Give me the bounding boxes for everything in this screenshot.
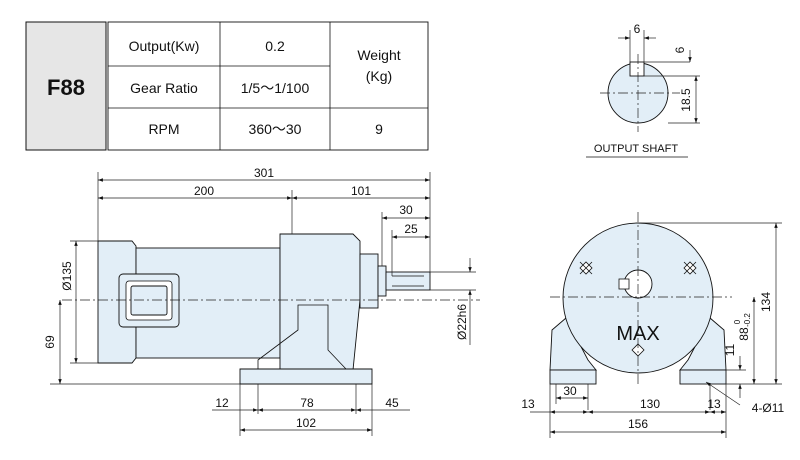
spec-table: F88 Output(Kw) 0.2 Gear Ratio 1/5～1/100 … — [25, 21, 429, 151]
dim-hole-spacing: 130 — [640, 397, 660, 411]
dim-foot-thickness: 11 — [723, 343, 737, 356]
spec-grid — [107, 21, 429, 151]
dim-center-height: 88 — [737, 327, 751, 341]
key-width-label: 6 — [634, 22, 641, 36]
key-depth-label: 6 — [673, 46, 687, 53]
dim-key-length: 25 — [404, 222, 418, 236]
rpm-value: 360～30 — [249, 121, 302, 137]
bolt-icon — [631, 343, 645, 357]
left-foot-pad — [549, 369, 597, 385]
dim-motor-length: 200 — [194, 184, 214, 198]
dim-foot-pad: 30 — [563, 384, 577, 398]
model-cell — [25, 21, 107, 151]
dim-total-height: 134 — [759, 292, 773, 312]
dim-edge-right: 13 — [707, 397, 721, 411]
weight-label-line2: (Kg) — [366, 68, 392, 84]
dim-gear-length: 101 — [351, 184, 371, 198]
dim-base-overhang: 45 — [385, 396, 399, 410]
max-label: MAX — [616, 323, 659, 345]
output-label: Output(Kw) — [129, 38, 200, 54]
output-shaft-view: 6 6 18.5 OUTPUT SHAFT — [586, 22, 700, 158]
base-foot — [239, 368, 373, 385]
dim-edge-left: 13 — [521, 397, 535, 411]
model-label: F88 — [47, 75, 85, 100]
dim-center-tol-upper: 0 — [733, 319, 742, 324]
gear-housing — [279, 233, 361, 371]
gear-ratio-value: 1/5～1/100 — [241, 80, 310, 96]
shaft-key — [629, 61, 645, 77]
dim-base-offset: 12 — [215, 396, 229, 410]
right-foot-pad — [679, 369, 727, 385]
dim-shaft-length: 30 — [399, 203, 413, 217]
output-shaft-caption: OUTPUT SHAFT — [594, 143, 678, 155]
front-view: MAX 134 88 0 -0.2 11 30 13 130 13 156 — [521, 212, 785, 438]
dim-shaft-diameter: Ø22h6 — [455, 304, 469, 340]
dim-mount-holes: 4-Ø11 — [752, 401, 785, 415]
dim-overall-length: 301 — [254, 166, 274, 180]
key-height-label: 18.5 — [679, 88, 693, 112]
weight-value: 9 — [375, 121, 383, 137]
dim-base-length: 102 — [296, 416, 316, 430]
dim-base-width: 156 — [628, 417, 648, 431]
dim-motor-diameter: Ø135 — [60, 261, 74, 291]
side-view: 301 200 101 30 25 Ø135 69 Ø22h6 — [43, 166, 480, 436]
output-value: 0.2 — [265, 38, 285, 54]
weight-label-line1: Weight — [357, 47, 400, 63]
dim-center-tol-lower: -0.2 — [743, 313, 752, 327]
rpm-label: RPM — [148, 121, 179, 137]
dim-shaft-height: 69 — [43, 335, 57, 349]
output-shaft-side — [385, 271, 431, 291]
gear-ratio-label: Gear Ratio — [130, 80, 198, 96]
dim-base-inner: 78 — [300, 396, 314, 410]
